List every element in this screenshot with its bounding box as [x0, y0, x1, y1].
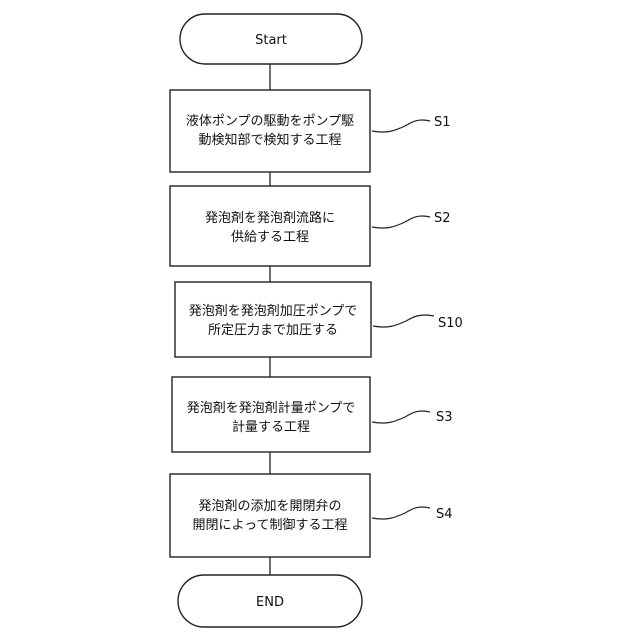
step-s2-line-1: 発泡剤を発泡剤流路に	[205, 210, 335, 226]
process-step-s10: 発泡剤を発泡剤加圧ポンプで 所定圧力まで加圧する S10	[175, 282, 463, 357]
process-box-s4	[170, 474, 370, 557]
step-tag-s2: S2	[434, 211, 451, 226]
leader-s10	[373, 315, 434, 327]
step-s10-line-2: 所定圧力まで加圧する	[208, 323, 338, 338]
end-terminal: END	[178, 575, 362, 627]
start-terminal: Start	[180, 14, 362, 64]
step-s2-line-2: 供給する工程	[231, 230, 309, 245]
leader-s3	[372, 411, 430, 423]
step-tag-s10: S10	[438, 316, 463, 331]
step-s1-line-1: 液体ポンプの駆動をポンプ駆	[186, 114, 354, 129]
process-box-s2	[170, 186, 370, 266]
step-tag-s1: S1	[434, 115, 451, 130]
step-s4-line-2: 開閉によって制御する工程	[193, 518, 348, 533]
step-s10-line-1: 発泡剤を発泡剤加圧ポンプで	[189, 303, 358, 319]
process-step-s2: 発泡剤を発泡剤流路に 供給する工程 S2	[170, 186, 451, 266]
process-box-s1	[170, 90, 370, 172]
process-box-s10	[175, 282, 371, 357]
step-s3-line-2: 計量する工程	[232, 419, 310, 435]
process-step-s4: 発泡剤の添加を開閉弁の 開閉によって制御する工程 S4	[170, 474, 453, 557]
leader-s2	[372, 216, 430, 228]
step-tag-s3: S3	[436, 410, 453, 425]
leader-s4	[372, 507, 430, 519]
end-label: END	[256, 595, 284, 610]
step-tag-s4: S4	[436, 507, 453, 522]
process-step-s3: 発泡剤を発泡剤計量ポンプで 計量する工程 S3	[172, 377, 453, 452]
step-s1-line-2: 動検知部で検知する工程	[198, 132, 341, 148]
step-s4-line-1: 発泡剤の添加を開閉弁の	[198, 498, 341, 514]
start-label: Start	[255, 33, 287, 48]
step-s3-line-1: 発泡剤を発泡剤計量ポンプで	[187, 400, 356, 416]
leader-s1	[372, 120, 430, 132]
process-step-s1: 液体ポンプの駆動をポンプ駆 動検知部で検知する工程 S1	[170, 90, 451, 172]
